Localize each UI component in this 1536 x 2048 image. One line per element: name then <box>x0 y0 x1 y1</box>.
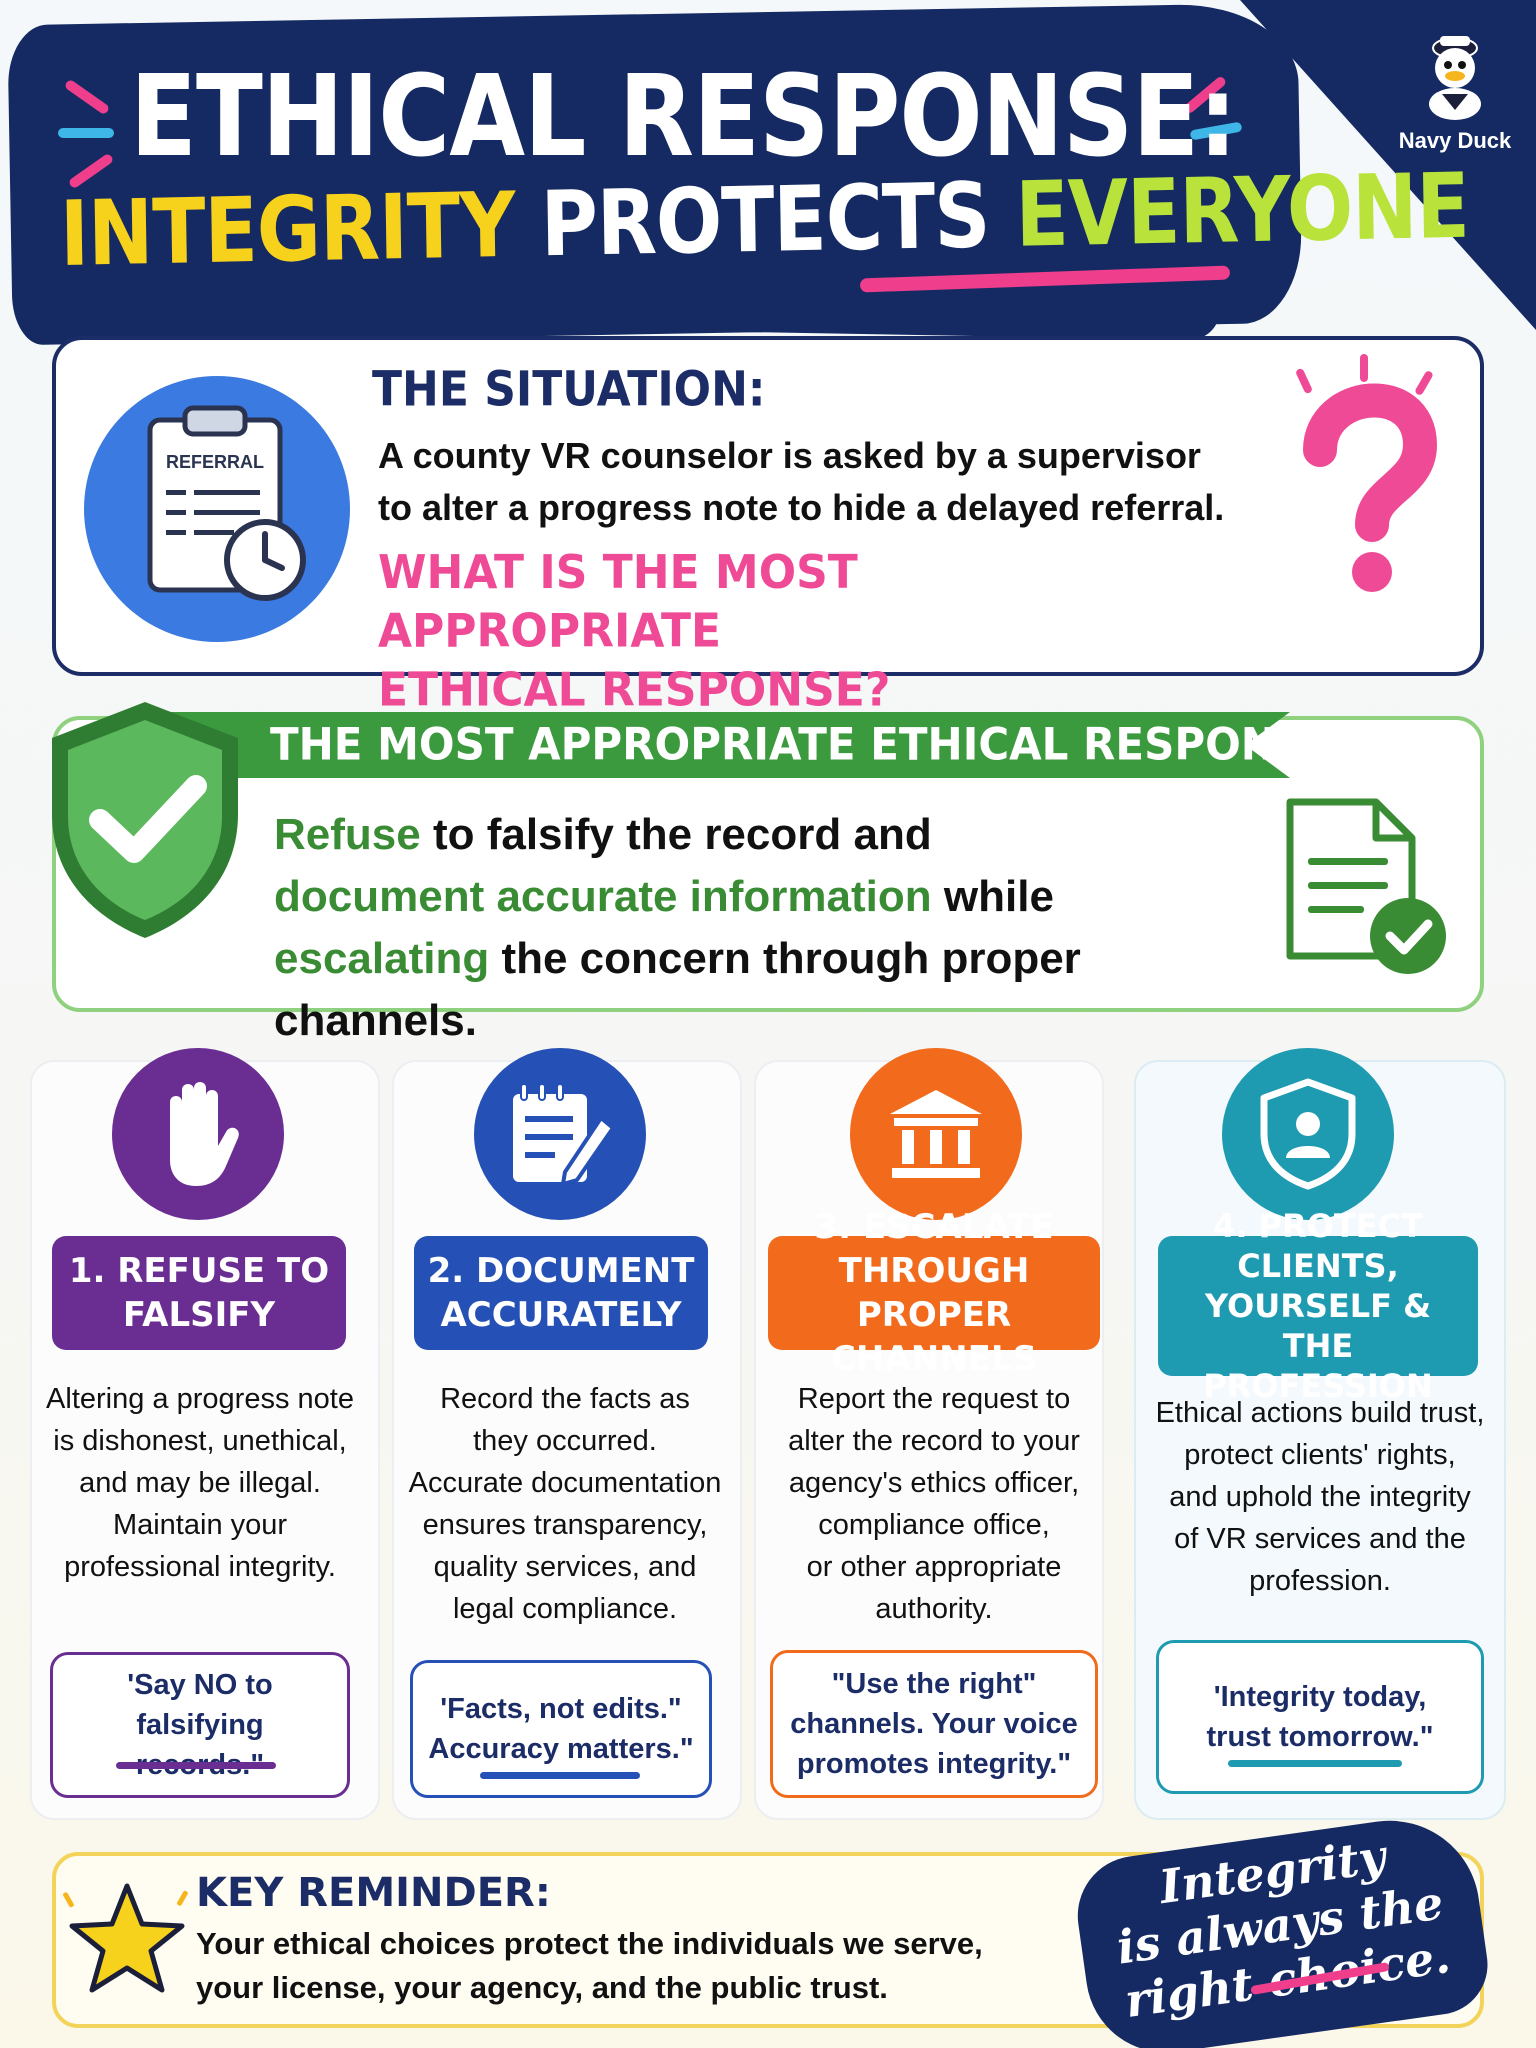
step2-body-line: quality services, and <box>433 1551 697 1583</box>
situation-question: WHAT IS THE MOST APPROPRIATE ETHICAL RES… <box>378 544 1178 720</box>
subtitle-word-protects: PROTECTS <box>539 164 991 278</box>
key-reminder-line2: your license, your agency, and the publi… <box>196 1970 888 2005</box>
step3-body-line: compliance office, <box>818 1509 1050 1541</box>
step1-body-line: professional integrity. <box>64 1551 336 1583</box>
brand-name: Navy Duck <box>1398 128 1512 153</box>
step1-body-line: and may be illegal. <box>79 1467 321 1499</box>
answer-heading: THE MOST APPROPRIATE ETHICAL RESPONSE: <box>270 718 1352 771</box>
subtitle-word-everyone: EVERYONE <box>1014 155 1470 268</box>
step3-label-line1: 3. ESCALATE THROUGH <box>814 1207 1054 1291</box>
step2-body-line: legal compliance. <box>452 1593 678 1625</box>
step4-quote-underline <box>1228 1760 1402 1767</box>
step4-label-line2: YOURSELF & THE <box>1204 1287 1432 1365</box>
situation-heading: THE SITUATION: <box>372 361 766 418</box>
question-mark-icon <box>1296 354 1438 592</box>
answer-keyword-escalating: escalating <box>274 934 490 983</box>
institution-building-icon <box>890 1090 982 1178</box>
stop-hand-icon <box>170 1082 239 1186</box>
step3-body: Report the request to alter the record t… <box>768 1378 1100 1630</box>
step3-body-line: authority. <box>875 1593 993 1625</box>
step4-quote-line2: trust tomorrow." <box>1206 1721 1434 1753</box>
answer-banner <box>170 712 1290 778</box>
answer-keyword-refuse: Refuse <box>274 810 421 859</box>
step3-quote-line2: channels. Your voice <box>790 1708 1078 1740</box>
situation-text-line2: to alter a progress note to hide a delay… <box>378 487 1225 528</box>
step3-body-line: Report the request to <box>797 1383 1071 1415</box>
situation-text-line1: A county VR counselor is asked by a supe… <box>378 435 1201 476</box>
key-reminder-line1: Your ethical choices protect the individ… <box>196 1926 983 1961</box>
step1-body-line: is dishonest, unethical, <box>53 1425 347 1457</box>
spark-left-2 <box>58 128 114 138</box>
step2-body: Record the facts as they occurred. Accur… <box>400 1378 730 1630</box>
step1-body-line: Altering a progress note <box>46 1383 354 1415</box>
step2-body-line: Record the facts as <box>440 1383 690 1415</box>
step3-body-line: agency's ethics officer, <box>788 1467 1080 1499</box>
answer-line3-rest: the concern through proper channels. <box>274 934 1081 1045</box>
step4-quote-line1: 'Integrity today, <box>1213 1681 1427 1713</box>
page-title: ETHICAL RESPONSE: <box>130 51 1237 183</box>
step1-label-line1: 1. REFUSE TO <box>68 1251 330 1291</box>
step1-body-line: Maintain your <box>112 1509 288 1541</box>
document-check-icon <box>1286 798 1446 974</box>
step4-body-line: Ethical actions build trust, <box>1155 1397 1485 1429</box>
star-icon <box>62 1883 188 1993</box>
step2-quote-line2: Accuracy matters." <box>428 1733 694 1765</box>
step2-label-line2: ACCURATELY <box>440 1295 682 1335</box>
step1-body: Altering a progress note is dishonest, u… <box>40 1378 360 1588</box>
step4-label-line1: 4. PROTECT CLIENTS, <box>1213 1207 1423 1285</box>
answer-line2-rest: while <box>931 872 1054 921</box>
step1-quote-line1: 'Say NO to falsifying <box>127 1669 273 1741</box>
step4-body-line: profession. <box>1249 1565 1391 1597</box>
step4-label-line3: PROFESSION <box>1203 1367 1433 1405</box>
step3-label-line2: PROPER CHANNELS <box>830 1295 1037 1379</box>
answer-line2: document accurate information while <box>274 866 1294 928</box>
step3-quote: "Use the right" channels. Your voice promo… <box>770 1650 1098 1798</box>
clipboard-label: REFERRAL <box>166 452 264 472</box>
step3-quote-line1: "Use the right" <box>831 1668 1037 1700</box>
shield-user-icon <box>1260 1078 1356 1190</box>
step4-body: Ethical actions build trust, protect cli… <box>1140 1392 1500 1602</box>
step2-body-line: ensures transparency, <box>422 1509 708 1541</box>
step2-quote-underline <box>480 1772 640 1779</box>
answer-line1-rest: to falsify the record and <box>420 810 932 859</box>
step1-quote-underline <box>116 1762 276 1769</box>
answer-text: Refuse to falsify the record and documen… <box>274 804 1294 1052</box>
key-reminder-text: Your ethical choices protect the individ… <box>196 1922 1076 2010</box>
subtitle-word-integrity: INTEGRITY <box>59 174 516 287</box>
answer-line1: Refuse to falsify the record and <box>274 804 1294 866</box>
navy-duck-logo-icon <box>1429 36 1481 120</box>
step1-label-line2: FALSIFY <box>122 1295 276 1335</box>
key-reminder-heading: KEY REMINDER: <box>196 1870 551 1916</box>
step4-quote: 'Integrity today, trust tomorrow." <box>1156 1640 1484 1794</box>
notepad-pencil-icon <box>513 1083 615 1186</box>
situation-question-line2: ETHICAL RESPONSE? <box>378 663 891 718</box>
shield-check-icon <box>52 702 238 938</box>
step2-body-line: Accurate documentation <box>408 1467 722 1499</box>
step2-body-line: they occurred. <box>473 1425 657 1457</box>
step3-quote-line3: promotes integrity." <box>796 1748 1072 1780</box>
step3-body-line: or other appropriate <box>806 1551 1062 1583</box>
step3-body-line: alter the record to your <box>788 1425 1080 1457</box>
step4-body-line: protect clients' rights, <box>1184 1439 1456 1471</box>
answer-keyword-document: document accurate information <box>274 872 932 921</box>
step2-quote-line1: 'Facts, not edits." <box>440 1693 682 1725</box>
step2-label-line1: 2. DOCUMENT <box>427 1251 695 1291</box>
answer-line3: escalating the concern through proper ch… <box>274 928 1294 1052</box>
step4-body-line: of VR services and the <box>1174 1523 1466 1555</box>
situation-text: A county VR counselor is asked by a supe… <box>378 430 1278 534</box>
situation-question-line1: WHAT IS THE MOST APPROPRIATE <box>378 545 858 659</box>
step4-body-line: and uphold the integrity <box>1169 1481 1471 1513</box>
clipboard-clock-icon: REFERRAL <box>147 405 306 601</box>
